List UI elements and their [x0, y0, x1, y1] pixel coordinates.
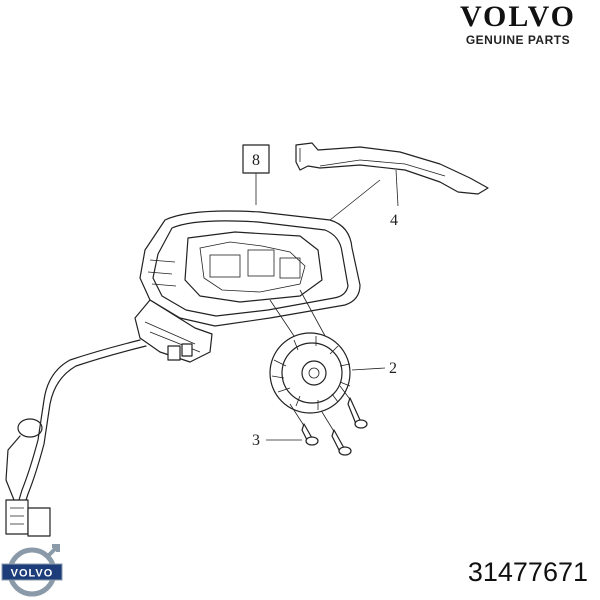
cover-strip-edge [319, 159, 446, 177]
logo-text: VOLVO [11, 568, 54, 580]
harness-branch [5, 435, 21, 501]
harness-wire-outer [15, 339, 141, 511]
arm-connector-2 [181, 343, 193, 357]
screw-3 [339, 385, 368, 429]
callout-8-group: 8 [242, 144, 270, 205]
callout-label-screws: 3 [252, 432, 260, 449]
harness-connector-a [5, 499, 29, 535]
logo-bar [1, 563, 63, 581]
brand-wordmark: VOLVO [459, 0, 576, 33]
motor-mid-ring [281, 342, 343, 404]
screw-1 [289, 403, 319, 446]
housing-ribs [147, 259, 177, 287]
motor-center [308, 367, 320, 379]
brand-tagline: GENUINE PARTS [465, 33, 571, 47]
callout-label-cover: 4 [390, 212, 398, 229]
logo-arrow [46, 544, 60, 558]
housing-mechanism [184, 231, 323, 303]
callout-label-frame: 8 [252, 152, 260, 169]
part-number: 31477671 [467, 557, 588, 587]
mechanism-detail [199, 241, 306, 293]
mechanism-block-2 [247, 249, 275, 277]
volvo-logo: VOLVO [1, 544, 63, 597]
screws-group: 3 [252, 385, 368, 456]
mechanism-block-1 [209, 254, 241, 278]
brand-block: VOLVO GENUINE PARTS [459, 0, 576, 48]
connector-pins [10, 507, 24, 525]
motor-hub [301, 360, 327, 386]
adjustment-motor: 2 [269, 332, 397, 414]
motor-teeth [271, 336, 351, 410]
wiring-harness [5, 339, 147, 537]
mirror-housing [134, 210, 361, 363]
arm-connector [167, 345, 181, 361]
leader-line-cover [395, 169, 399, 207]
leader-line-cover-2 [329, 179, 381, 221]
housing-shell [139, 210, 361, 327]
housing-arm [134, 299, 213, 363]
harness-grommet [17, 418, 43, 438]
screw-2 [321, 411, 352, 456]
harness-wire-inner [21, 345, 147, 513]
cover-strip: 4 [295, 142, 489, 229]
callout-label-motor: 2 [389, 360, 397, 377]
mechanism-block-3 [279, 257, 301, 279]
cover-strip-body [295, 142, 489, 195]
leader-line-motor [351, 367, 386, 371]
harness-connector-b [27, 507, 51, 537]
callout-box [242, 144, 270, 174]
housing-inner-rim [152, 220, 349, 317]
